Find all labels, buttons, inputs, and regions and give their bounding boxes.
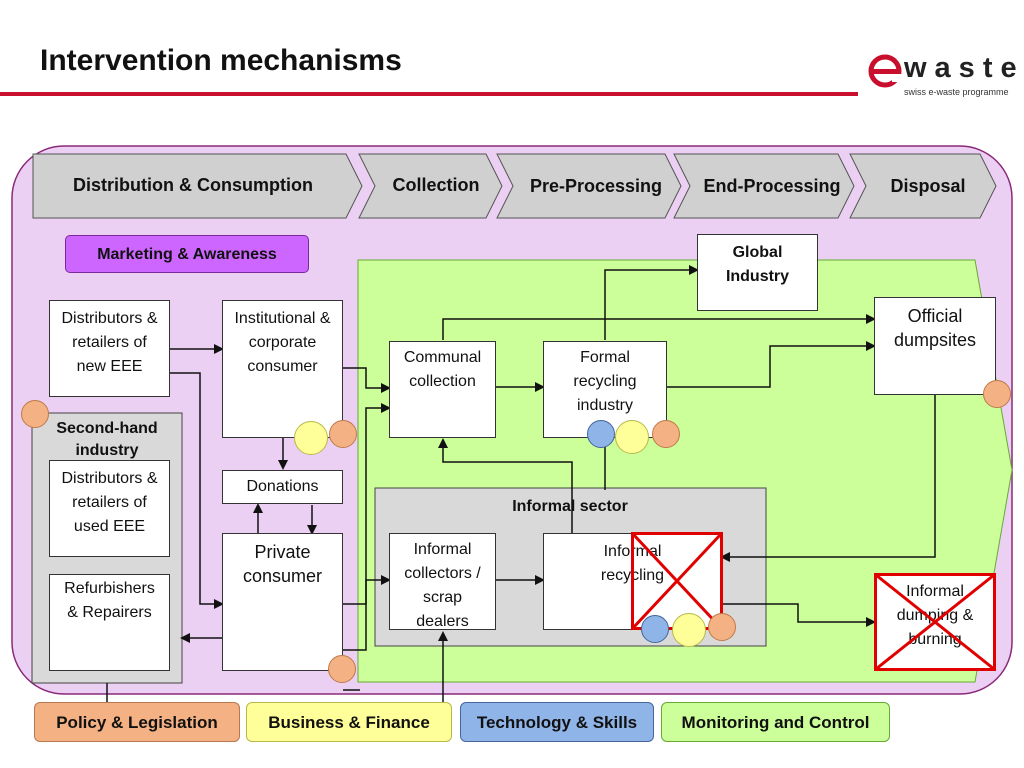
- business-marker-icon[interactable]: [294, 421, 328, 455]
- node-official-dumpsites: Official dumpsites: [874, 297, 996, 395]
- node-informal-collectors: Informal collectors / scrap dealers: [389, 533, 496, 630]
- cross-informal-dumping-icon: [874, 573, 996, 671]
- node-refurbishers: Refurbishers & Repairers: [49, 574, 170, 671]
- logo-subtitle: swiss e-waste programme: [904, 87, 1009, 97]
- node-global-industry: Global Industry: [697, 234, 818, 311]
- logo-word: waste: [904, 52, 1024, 84]
- chevron-preprocessing: [496, 153, 682, 219]
- page-title: Intervention mechanisms: [40, 44, 402, 77]
- node-institutional: Institutional & corporate consumer: [222, 300, 343, 438]
- policy-marker-icon[interactable]: [652, 420, 680, 448]
- ewaste-logo: waste swiss e-waste programme: [866, 52, 1018, 102]
- technology-marker-icon[interactable]: [587, 420, 615, 448]
- chevron-label-collection: Collection: [392, 175, 480, 195]
- mechanism-policy[interactable]: Policy & Legislation: [34, 702, 240, 742]
- mechanism-monitoring[interactable]: Monitoring and Control: [661, 702, 890, 742]
- informal-sector-title: Informal sector: [512, 498, 628, 515]
- policy-marker-icon[interactable]: [328, 655, 356, 683]
- node-second-hand-title: Second-hand industry: [56, 420, 158, 459]
- policy-marker-icon[interactable]: [983, 380, 1011, 408]
- node-distributors-used: Distributors & retailers of used EEE: [49, 460, 170, 557]
- node-communal-collection: Communal collection: [389, 341, 496, 438]
- e-logo-icon: [868, 54, 902, 88]
- chevron-label-endprocessing: End-Processing: [703, 176, 841, 196]
- policy-marker-icon[interactable]: [329, 420, 357, 448]
- node-private-consumer: Private consumer: [222, 533, 343, 671]
- chevron-endprocessing: [673, 153, 855, 219]
- policy-marker-icon[interactable]: [21, 400, 49, 428]
- policy-marker-icon[interactable]: [708, 613, 736, 641]
- node-distributors-new: Distributors & retailers of new EEE: [49, 300, 170, 397]
- mechanism-business[interactable]: Business & Finance: [246, 702, 452, 742]
- chevron-label-preprocessing: Pre-Processing: [529, 176, 663, 196]
- marketing-awareness-badge[interactable]: Marketing & Awareness: [65, 235, 309, 273]
- chevron-disposal: [849, 153, 997, 219]
- flow-connectors: [106, 265, 936, 702]
- title-underline: [0, 92, 858, 96]
- cross-informal-recycling-icon: [631, 532, 723, 630]
- chevron-collection: [358, 153, 503, 219]
- technology-marker-icon[interactable]: [641, 615, 669, 643]
- mechanism-technology[interactable]: Technology & Skills: [460, 702, 654, 742]
- business-marker-icon[interactable]: [615, 420, 649, 454]
- chevron-label-distribution: Distribution & Consumption: [73, 175, 313, 195]
- chevron-distribution: [32, 153, 363, 219]
- chevron-label-disposal: Disposal: [890, 176, 966, 196]
- business-marker-icon[interactable]: [672, 613, 706, 647]
- node-donations: Donations: [222, 470, 343, 504]
